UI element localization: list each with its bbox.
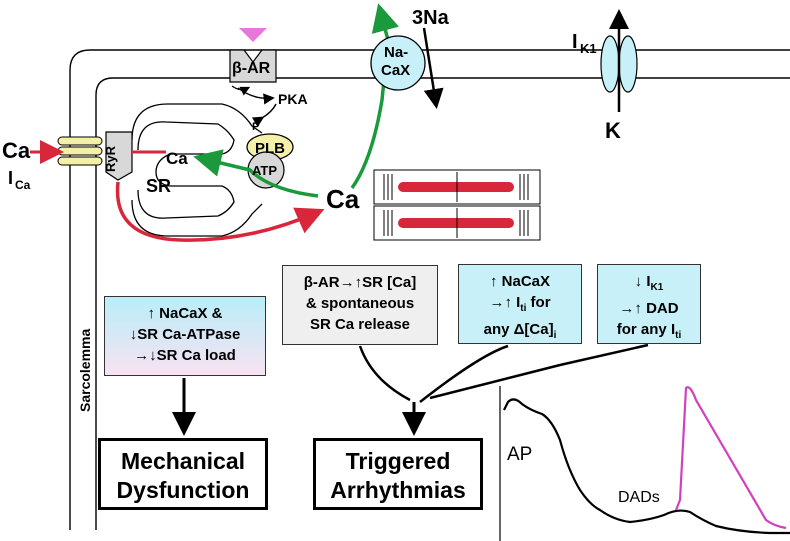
sarcolemma-membrane xyxy=(69,49,790,530)
ca-release-arrow xyxy=(115,181,325,242)
sr-ca-label: Ca xyxy=(166,149,188,168)
ik1-box-line-3: for any Iti xyxy=(616,321,682,341)
mech-line-3: →↓SR Ca load xyxy=(134,347,236,364)
na-influx-arrow xyxy=(422,27,444,109)
mechanical-line-1: Mechanical xyxy=(121,448,245,474)
triggered-arrhythmias-box: Triggered Arrhythmias xyxy=(313,438,483,510)
l-type-ca-channel xyxy=(57,136,103,166)
mech-line-2: ↓SR Ca-ATPase xyxy=(129,326,241,343)
pka-label: PKA xyxy=(278,91,308,107)
ncx-label-line1: Na- xyxy=(384,44,408,61)
converging-arrows xyxy=(172,343,649,436)
ncx-box-line-3: any Δ[Ca]i xyxy=(483,321,557,341)
mechanical-mechanism-box: ↑ NaCaX & ↓SR Ca-ATPase →↓SR Ca load xyxy=(104,296,266,376)
sr-structure xyxy=(131,103,263,237)
ik1-box-line-1: ↓ IK1 xyxy=(634,273,664,293)
beta-ar-mechanism-box: β-AR→↑SR [Ca] & spontaneous SR Ca releas… xyxy=(282,265,438,345)
beta-line-1: β-AR→↑SR [Ca] xyxy=(303,274,417,291)
pka-phosphorylation-arrow xyxy=(251,103,277,128)
triggered-line-2: Arrhythmias xyxy=(330,477,466,503)
ncx-box-line-1: ↑ NaCaX xyxy=(489,273,551,290)
ncx-mechanism-box: ↑ NaCaX →↑ Iti for any Δ[Ca]i xyxy=(458,264,582,344)
beta-line-2: & spontaneous xyxy=(305,295,415,312)
ik1-mechanism-box: ↓ IK1 →↑ DAD for any Iti xyxy=(597,264,701,344)
beta-ar-label: β-AR xyxy=(232,60,271,77)
mechanical-line-2: Dysfunction xyxy=(116,477,250,503)
ik1-box-line-2: →↑ DAD xyxy=(619,300,679,317)
ica-label: I xyxy=(8,168,13,188)
ncx-label-line2: CaX xyxy=(381,62,410,79)
beta-ar-short-arrow xyxy=(231,85,251,96)
ryr-label: RyR xyxy=(103,145,118,172)
ap-trace xyxy=(499,386,790,541)
triggered-line-1: Triggered xyxy=(345,448,451,474)
dads-label: DADs xyxy=(618,489,660,506)
beta-ar-receptor xyxy=(229,28,277,83)
sarcolemma-label: Sarcolemma xyxy=(77,329,93,412)
atp-label: ATP xyxy=(252,163,277,178)
k-label: K xyxy=(605,118,621,143)
ncx-efflux-arrow xyxy=(350,3,399,190)
ncx-exchanger xyxy=(370,35,426,91)
ik1-subscript: K1 xyxy=(580,41,597,56)
mech-line-1: ↑ NaCaX & xyxy=(147,305,223,322)
ryr-receptor xyxy=(105,131,133,181)
myofilaments xyxy=(373,169,541,241)
phosphate-label: P xyxy=(252,121,259,133)
three-na-label: 3Na xyxy=(412,7,450,29)
ik1-label: I xyxy=(572,31,578,53)
sr-uptake-arrow xyxy=(193,149,319,198)
mechanical-dysfunction-box: Mechanical Dysfunction xyxy=(98,438,268,510)
cytosolic-ca-label: Ca xyxy=(326,184,360,214)
sr-label: SR xyxy=(146,176,171,196)
ap-label: AP xyxy=(507,444,532,465)
plb-label: PLB xyxy=(255,140,285,157)
beta-line-3: SR Ca release xyxy=(309,316,411,333)
ca-extracellular-label: Ca xyxy=(2,138,31,163)
ica-subscript: Ca xyxy=(15,178,31,192)
ncx-box-line-2: →↑ Iti for xyxy=(489,294,551,314)
ik1-channel xyxy=(600,35,638,93)
